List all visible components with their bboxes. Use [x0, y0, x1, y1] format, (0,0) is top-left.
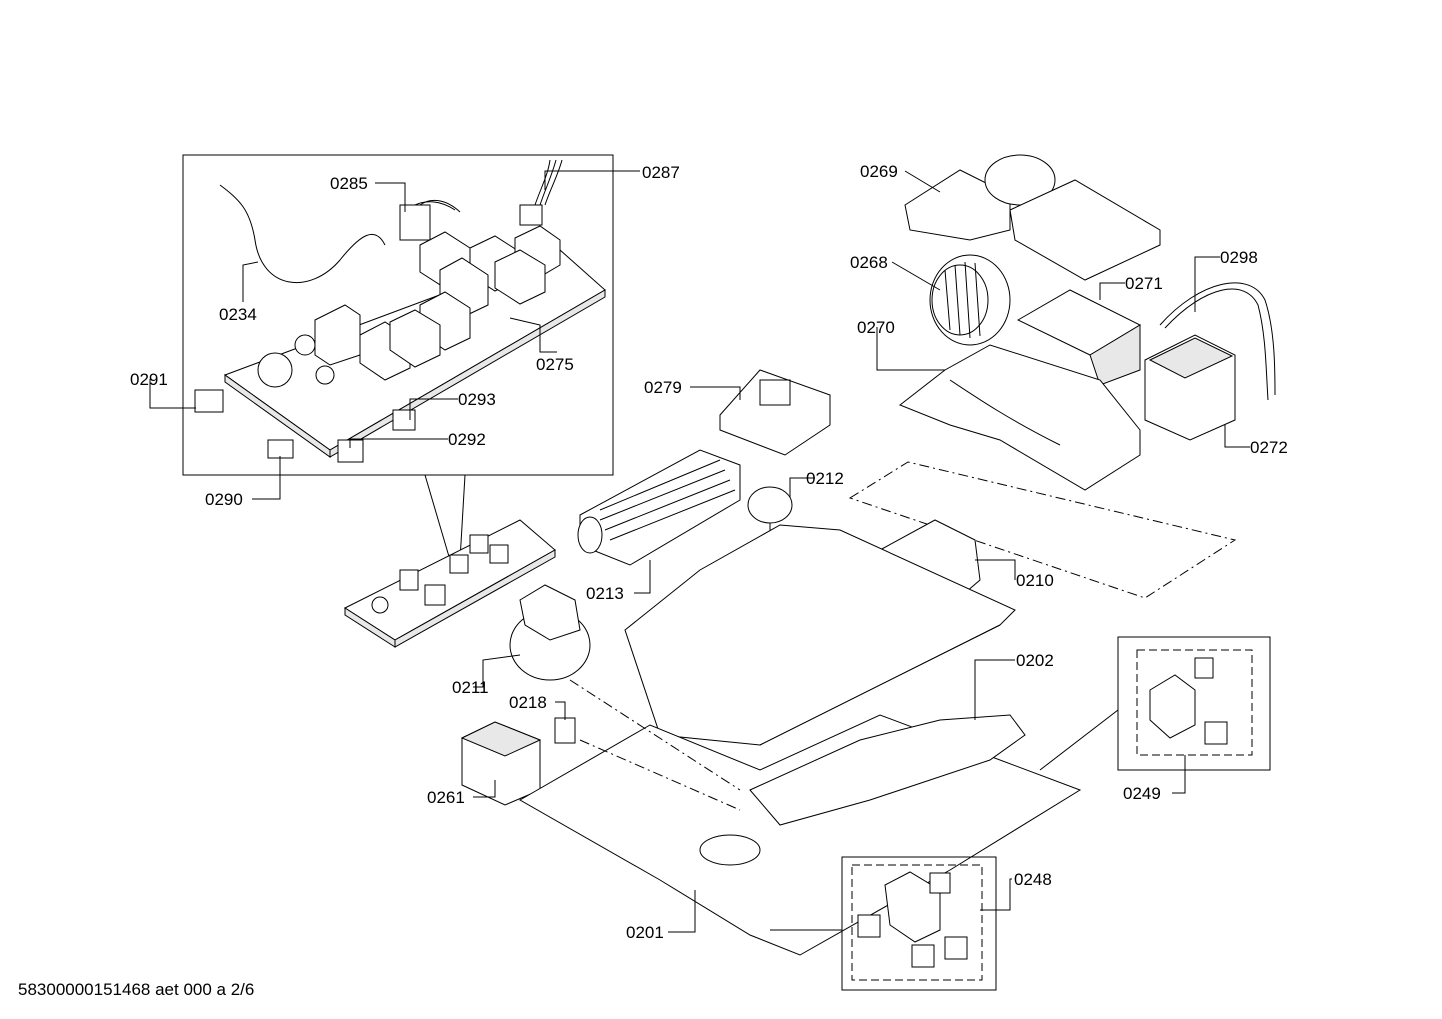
label-0293: 0293: [458, 390, 496, 409]
housing-bracket: [1009, 179, 1161, 281]
label-0249: 0249: [1123, 784, 1161, 803]
connector-0290: [267, 439, 294, 459]
cross-flow-fan-0213: [577, 449, 741, 566]
label-0218: 0218: [509, 693, 547, 712]
label-0298: 0298: [1220, 248, 1258, 267]
control-board-detail-inset: [182, 154, 614, 476]
connector-0291: [194, 389, 224, 413]
label-0212: 0212: [806, 469, 844, 488]
switch-0218: [554, 717, 576, 744]
label-0271: 0271: [1125, 274, 1163, 293]
control-board-assembled: [343, 519, 556, 648]
cable-0234: [219, 184, 386, 283]
cover-0202: [749, 714, 1026, 826]
label-0201: 0201: [626, 923, 664, 942]
connector-0287: [519, 204, 543, 226]
transformer-0272: [1144, 334, 1236, 441]
label-0272: 0272: [1250, 438, 1288, 457]
label-0211: 0211: [452, 678, 489, 697]
label-0279: 0279: [644, 378, 682, 397]
transformer-0261: [460, 721, 542, 806]
label-0291: 0291: [130, 370, 168, 389]
blower-0211: [509, 584, 591, 681]
label-0275: 0275: [536, 355, 574, 374]
upper-frame: [624, 524, 1016, 746]
switch-detail-0249: [1039, 636, 1271, 771]
label-0210: 0210: [1016, 571, 1054, 590]
label-0287: 0287: [642, 163, 680, 182]
label-0292: 0292: [448, 430, 486, 449]
cable-0298: [1159, 282, 1276, 401]
label-0290: 0290: [205, 490, 243, 509]
control-module-0279: [719, 369, 831, 456]
duct-0270: [899, 344, 1141, 491]
connector-0293: [392, 409, 416, 431]
label-0234: 0234: [219, 305, 257, 324]
label-0268: 0268: [850, 253, 888, 272]
label-0269: 0269: [860, 162, 898, 181]
part-labels: 0285 0287 0234 0275 0291 0293 0292 0290 …: [130, 162, 1288, 942]
label-0213: 0213: [586, 584, 624, 603]
relay-blocks: [314, 225, 561, 381]
label-0270: 0270: [857, 318, 895, 337]
callout-leaders: [149, 170, 1250, 933]
switch-detail-0248: [770, 856, 997, 991]
fan-wheel-0268: [929, 254, 1011, 346]
document-id: 58300000151468 aet 000 a 2/6: [18, 980, 255, 999]
board-bracket-0271: [1016, 289, 1142, 386]
label-0202: 0202: [1016, 651, 1054, 670]
label-0248: 0248: [1014, 870, 1052, 889]
label-0261: 0261: [427, 788, 465, 807]
label-0285: 0285: [330, 174, 368, 193]
